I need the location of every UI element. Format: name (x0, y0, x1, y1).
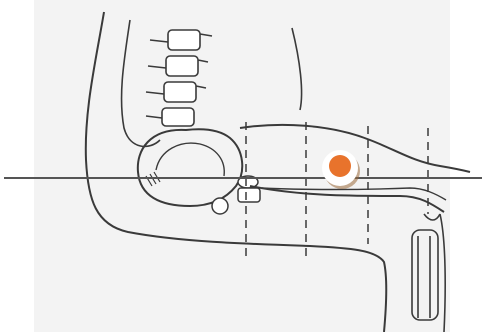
small-structure (212, 198, 228, 214)
vertebra (168, 30, 200, 50)
marker-dot (329, 155, 351, 177)
vertebra (162, 108, 194, 126)
vertebra (164, 82, 196, 102)
small-structure (238, 188, 260, 202)
vertebra (166, 56, 198, 76)
